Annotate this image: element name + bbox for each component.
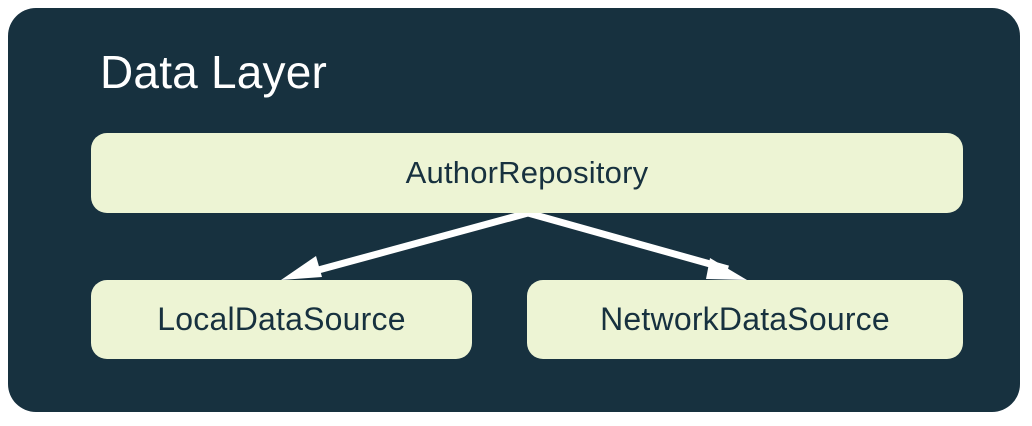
node-label: AuthorRepository: [405, 155, 649, 190]
node-author-repository[interactable]: AuthorRepository: [91, 133, 963, 213]
node-network-data-source[interactable]: NetworkDataSource: [527, 280, 963, 359]
page-title: Data Layer: [100, 46, 328, 98]
node-label: NetworkDataSource: [600, 301, 890, 337]
node-label: LocalDataSource: [157, 301, 406, 337]
node-local-data-source[interactable]: LocalDataSource: [91, 280, 472, 359]
